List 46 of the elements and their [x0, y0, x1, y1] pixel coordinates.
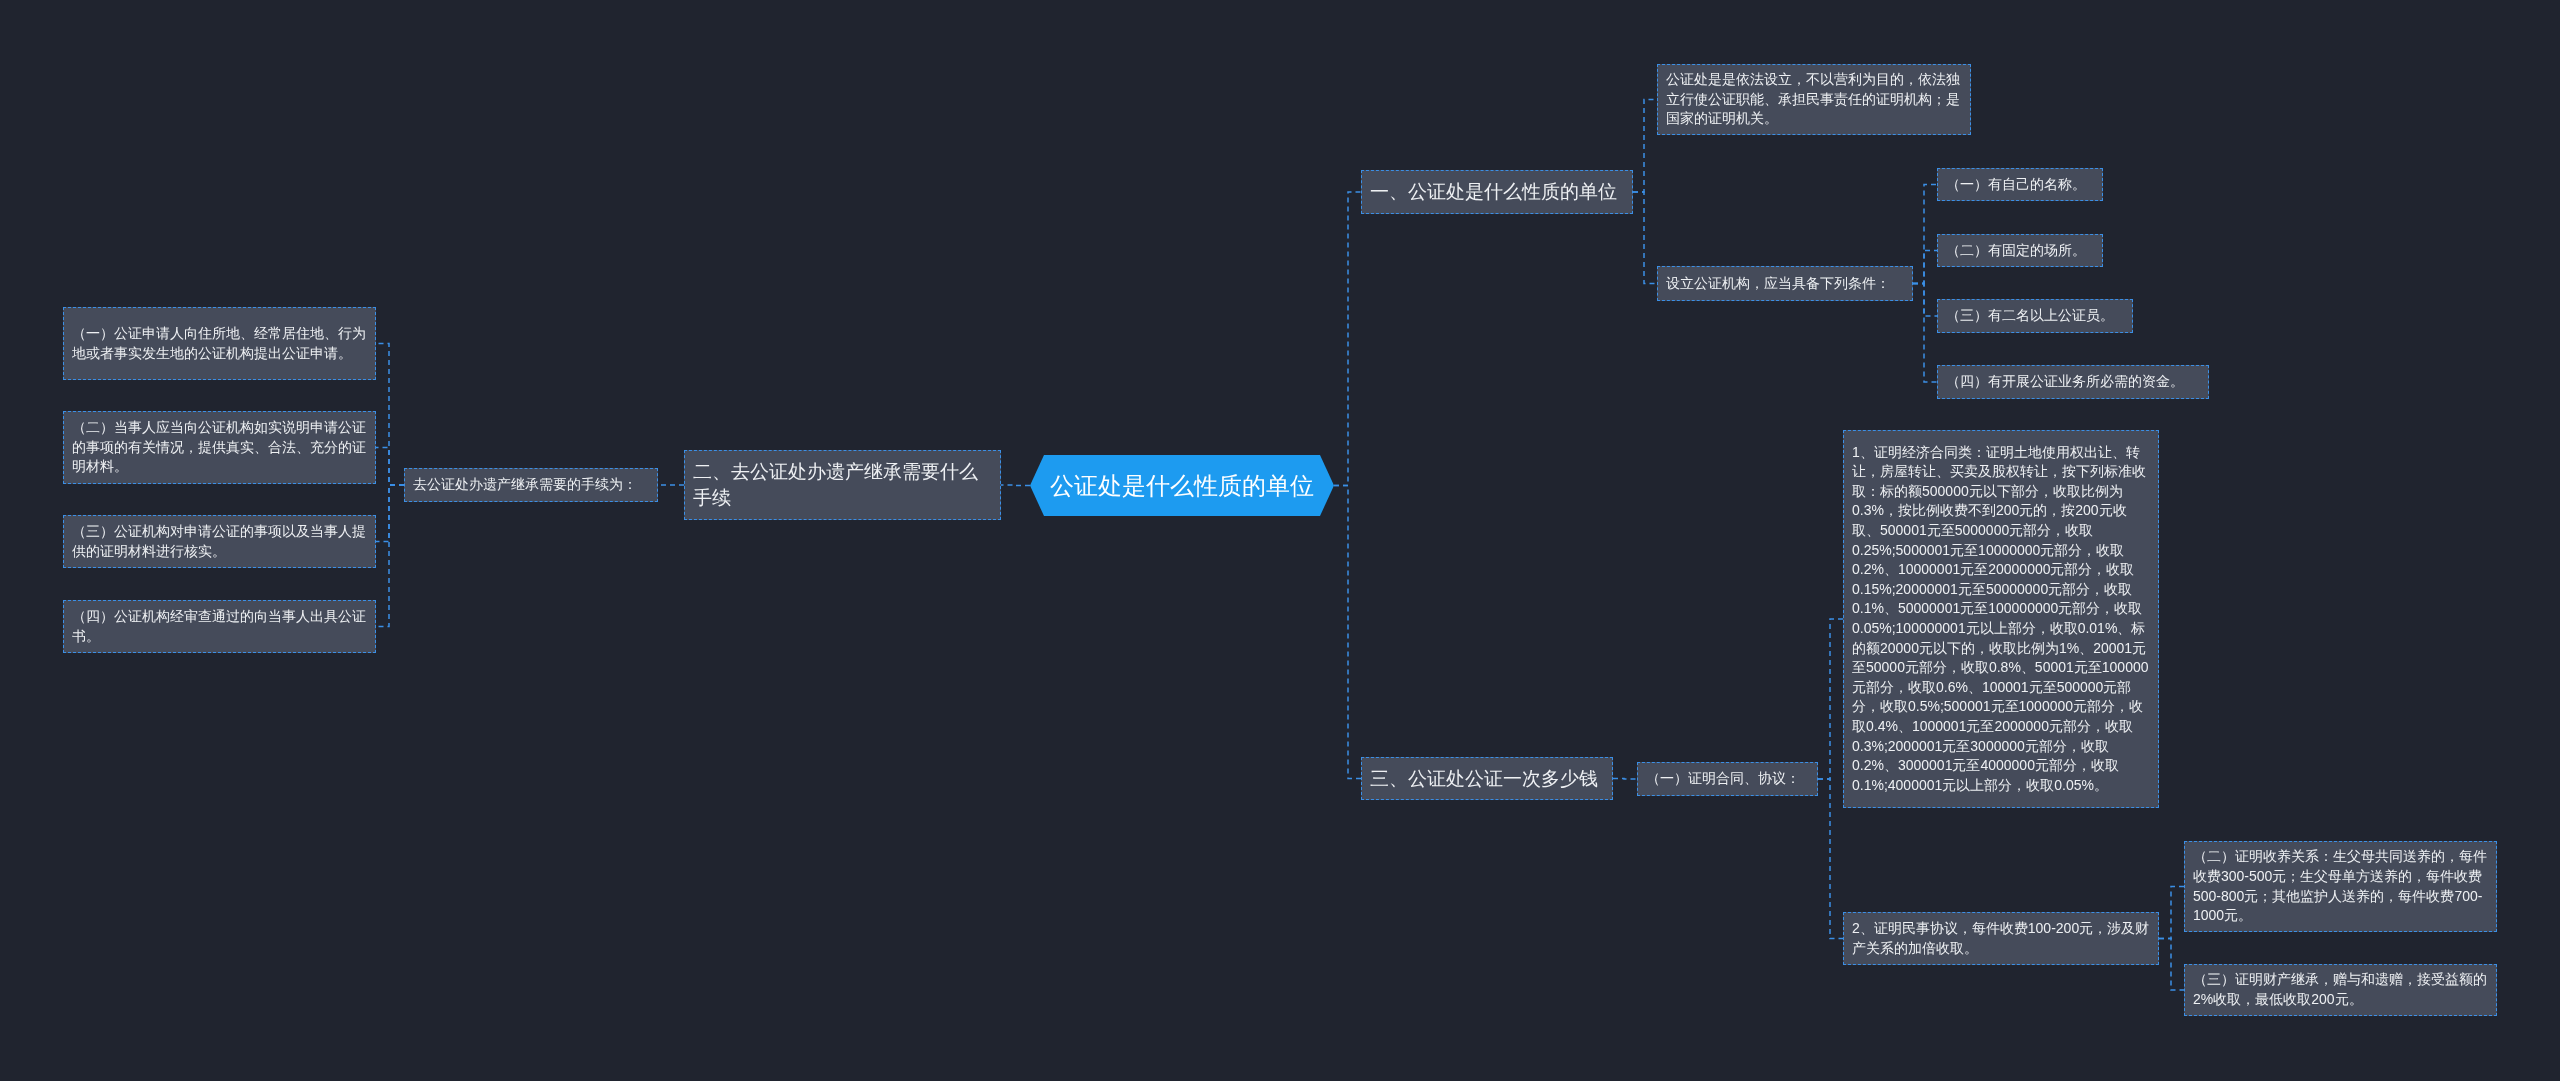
subtopic-text: 去公证处办遗产继承需要的手续为： [413, 475, 638, 495]
subtopic-box [1937, 299, 2133, 333]
connector-line [2158, 937, 2185, 991]
main-topic-text: 一、公证处是什么性质的单位 [1370, 180, 1618, 205]
main-topic-text: 三、公证处公证一次多少钱 [1370, 766, 1599, 791]
subtopic-text: （三）有二名以上公证员。 [1946, 306, 2115, 326]
connector-line [1000, 484, 1031, 487]
subtopic-text: （一）有自己的名称。 [1946, 174, 2087, 194]
connector-line [1333, 484, 1362, 780]
subtopic-box [63, 515, 376, 568]
subtopic-box [1843, 912, 2159, 965]
subtopic-box [1637, 762, 1818, 796]
connector-line [1612, 777, 1638, 780]
subtopic-text: 设立公证机构，应当具备下列条件： [1666, 273, 1891, 293]
main-topic-box [684, 450, 1001, 520]
connector-line [1912, 282, 1938, 383]
subtopic-box [63, 411, 376, 484]
connector-line [1817, 778, 1844, 940]
subtopic-text: （二）证明收养关系：生父母共同送养的，每件收费300-500元；生父母单方送养的，每件收费500-800元；其他监护人送养的，每件收费700-1000元。 [2193, 847, 2488, 926]
subtopic-text: （二）有固定的场所。 [1946, 240, 2087, 260]
subtopic-box [2184, 841, 2497, 932]
subtopic-text: （二）当事人应当向公证机构如实说明申请公证的事项的有关情况，提供真实、合法、充分的证明材料。 [72, 418, 367, 477]
subtopic-text: 公证处是是依法设立，不以营利为目的，依法独立行使公证职能、承担民事责任的证明机构；是国家的证明机关。 [1666, 70, 1961, 129]
subtopic-text: （一）证明合同、协议： [1646, 769, 1801, 789]
main-topic-box [1361, 170, 1633, 214]
subtopic-text: 1、证明经济合同类：证明土地使用权出让、转让，房屋转让、买卖及股权转让，按下列标准收取：标的额500000元以下部分，收取比例为0.3%，按比例收费不到200元的，按200元收取、500001元至5000000元部分，收取0.25%;5000001元至10000000元部分，收取0.2%、10000001元至20000000元部分，收取0.15%;20000001元至50000000元部分，收取0.1%、50000001元至100000000元部分，收取0.05%;100000001元以上部分，收取0.01%、标的额20000元以下的，收取比例为1%、20001元至50000元部分，收取0.8%、50001元至100000元部分，收取0.6%、100001元至500000元部分，收取0.5%;500001元至1000000元部分，收取0.4%、1000001元至2000000元部分，收取0.3%;2000001元至3000000元部分，收取0.2%、3000001元至4000000元部分，收取0.1%;4000001元以上部分，收取0.05%。 [1852, 442, 2150, 795]
subtopic-box [1937, 168, 2103, 201]
subtopic-text: （三）公证机构对申请公证的事项以及当事人提供的证明材料进行核实。 [72, 521, 367, 561]
subtopic-box [1937, 234, 2103, 267]
subtopic-text: （一）公证申请人向住所地、经常居住地、行为地或者事实发生地的公证机构提出公证申请。 [72, 323, 367, 363]
subtopic-text: （三）证明财产继承，赠与和遗赠，接受益额的2%收取，最低收取200元。 [2193, 970, 2488, 1009]
subtopic-text: （四）有开展公证业务所必需的资金。 [1946, 372, 2185, 392]
subtopic-box [1657, 266, 1913, 301]
main-topic-text: 二、去公证处办遗产继承需要什么手续 [693, 460, 979, 510]
subtopic-box [2184, 964, 2497, 1016]
main-topic-box [1361, 757, 1613, 800]
subtopic-box [1937, 365, 2209, 399]
subtopic-box [404, 468, 658, 502]
central-topic-text: 公证处是什么性质的单位 [1050, 470, 1314, 501]
subtopic-box [63, 307, 376, 380]
subtopic-box [1657, 64, 1971, 135]
connector-line [1632, 191, 1658, 285]
subtopic-text: （四）公证机构经审查通过的向当事人出具公证书。 [72, 606, 367, 646]
subtopic-text: 2、证明民事协议，每件收费100-200元，涉及财产关系的加倍收取。 [1852, 918, 2150, 958]
central-topic [1030, 455, 1334, 516]
subtopic-box [63, 600, 376, 653]
